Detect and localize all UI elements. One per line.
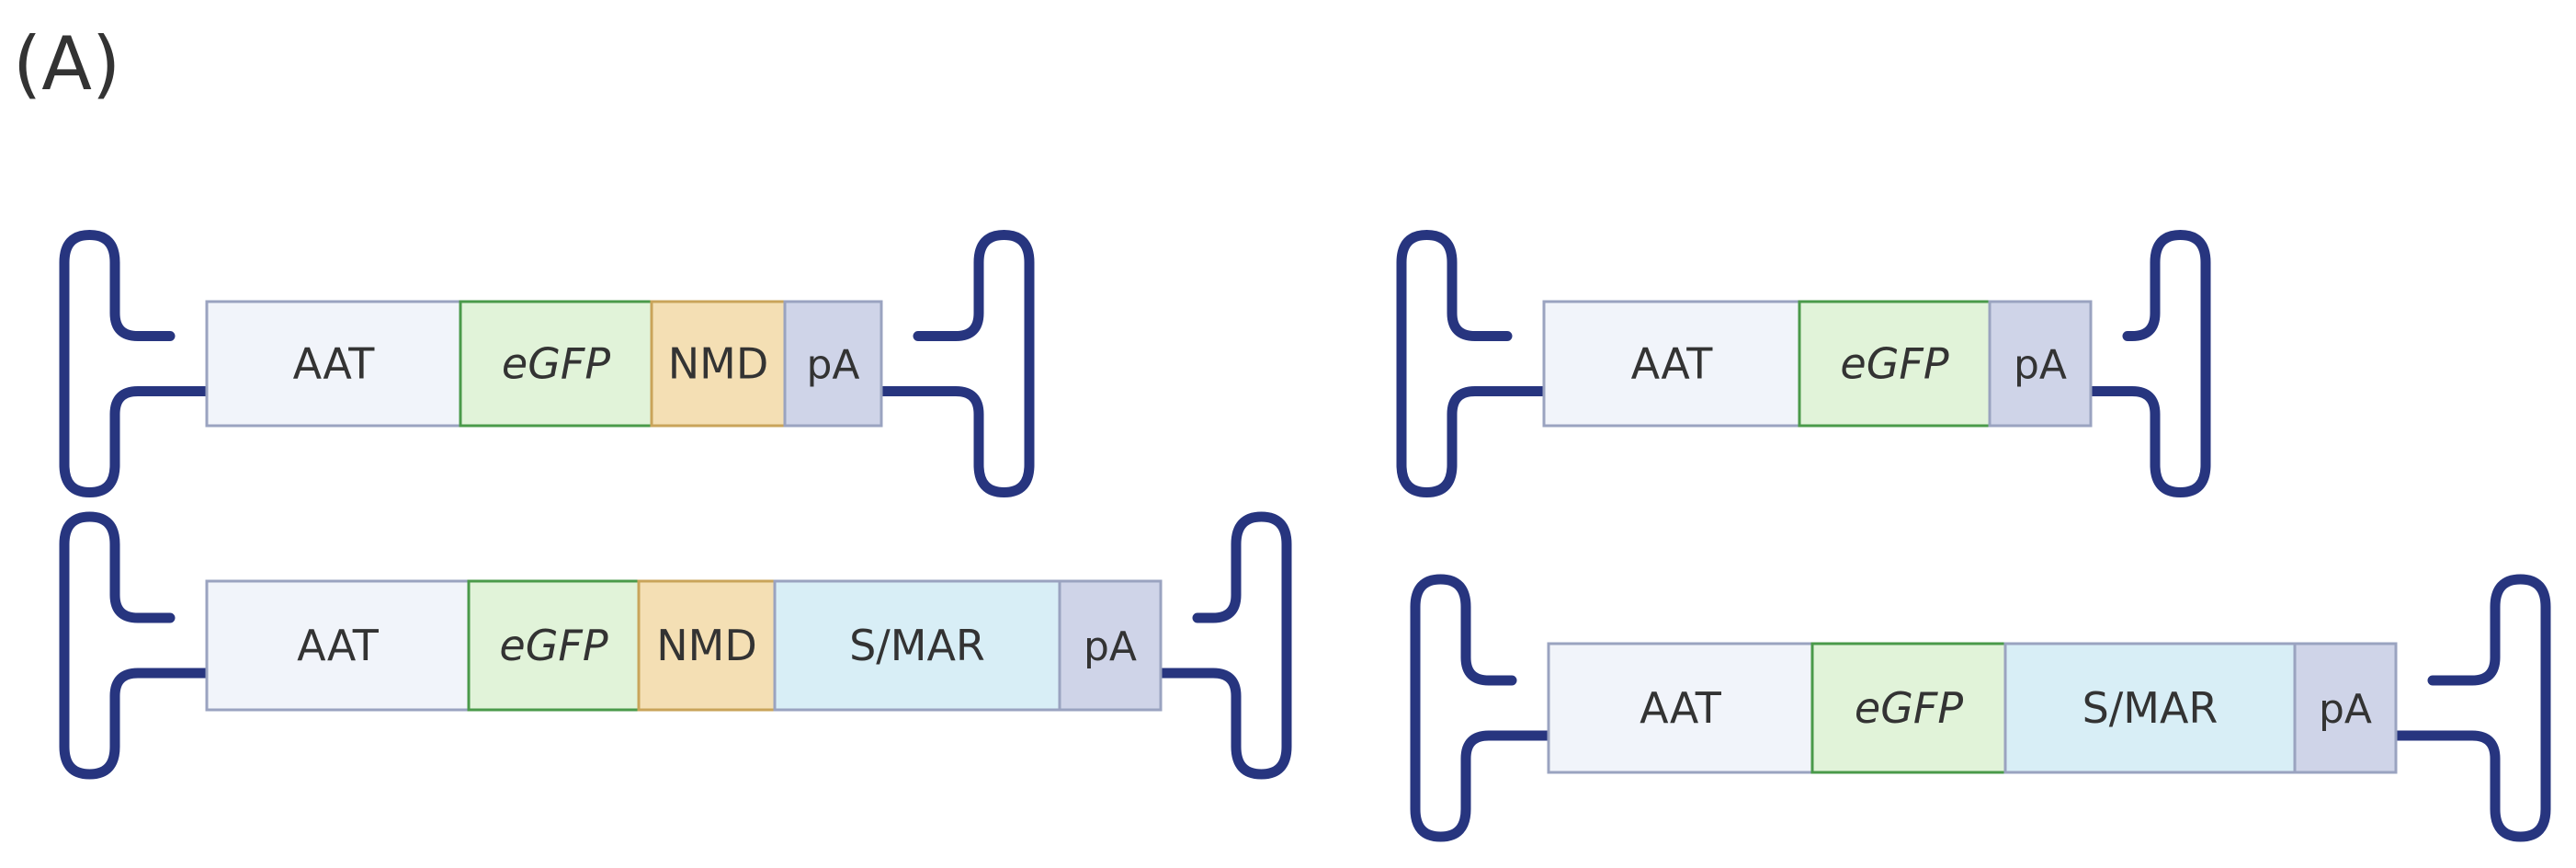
construct-aat-egfp-nmd-pa: AAT eGFP NMD pA xyxy=(59,230,1035,497)
element-label-aat: AAT xyxy=(297,621,380,670)
element-box-aat xyxy=(205,300,462,428)
element-box-nmd xyxy=(650,300,787,428)
panel-label: (A) xyxy=(13,21,121,107)
element-box-nmd xyxy=(637,579,777,712)
element-label-pa: pA xyxy=(1084,623,1137,670)
element-label-pa: pA xyxy=(806,342,859,389)
right-itr-hairpin xyxy=(2085,230,2211,497)
right-itr-hairpin xyxy=(1155,511,1292,780)
element-label-s-mar: S/MAR xyxy=(849,621,985,670)
element-box-aat xyxy=(1542,300,1801,428)
construct-aat-egfp-nmd-smar-pa: AAT eGFP NMD S/MAR pA xyxy=(59,511,1292,780)
element-label-nmd: NMD xyxy=(656,621,757,670)
element-box-aat xyxy=(1547,642,1814,774)
element-label-aat: AAT xyxy=(1631,339,1714,389)
element-box-pa xyxy=(783,300,883,428)
element-label-s-mar: S/MAR xyxy=(2082,683,2219,733)
right-itr-hairpin xyxy=(876,230,1035,497)
element-label-nmd: NMD xyxy=(668,339,769,389)
element-box-egfp xyxy=(1810,642,2007,774)
element-box-aat xyxy=(205,579,471,712)
construct-aat-egfp-smar-pa: AAT eGFP S/MAR pA xyxy=(1410,574,2551,842)
left-itr-hairpin xyxy=(1410,574,1554,842)
element-label-egfp: eGFP xyxy=(1855,683,1963,733)
element-label-egfp: eGFP xyxy=(1840,339,1948,389)
element-box-pa xyxy=(1058,579,1163,712)
element-label-pa: pA xyxy=(2014,342,2067,389)
element-label-aat: AAT xyxy=(293,339,376,389)
element-box-s-mar xyxy=(2003,642,2297,774)
right-itr-hairpin xyxy=(2390,574,2551,842)
element-box-egfp xyxy=(1798,300,1992,428)
element-label-pa: pA xyxy=(2319,686,2372,733)
element-label-egfp: eGFP xyxy=(502,339,610,389)
element-box-egfp xyxy=(459,300,653,428)
left-itr-hairpin xyxy=(59,511,212,780)
element-box-egfp xyxy=(467,579,641,712)
element-label-egfp: eGFP xyxy=(499,621,607,670)
element-box-pa xyxy=(2293,642,2398,774)
element-box-s-mar xyxy=(773,579,1061,712)
element-box-pa xyxy=(1988,300,2093,428)
left-itr-hairpin xyxy=(1396,230,1549,497)
element-label-aat: AAT xyxy=(1640,683,1722,733)
construct-aat-egfp-pa: AAT eGFP pA xyxy=(1396,230,2211,497)
left-itr-hairpin xyxy=(59,230,212,497)
